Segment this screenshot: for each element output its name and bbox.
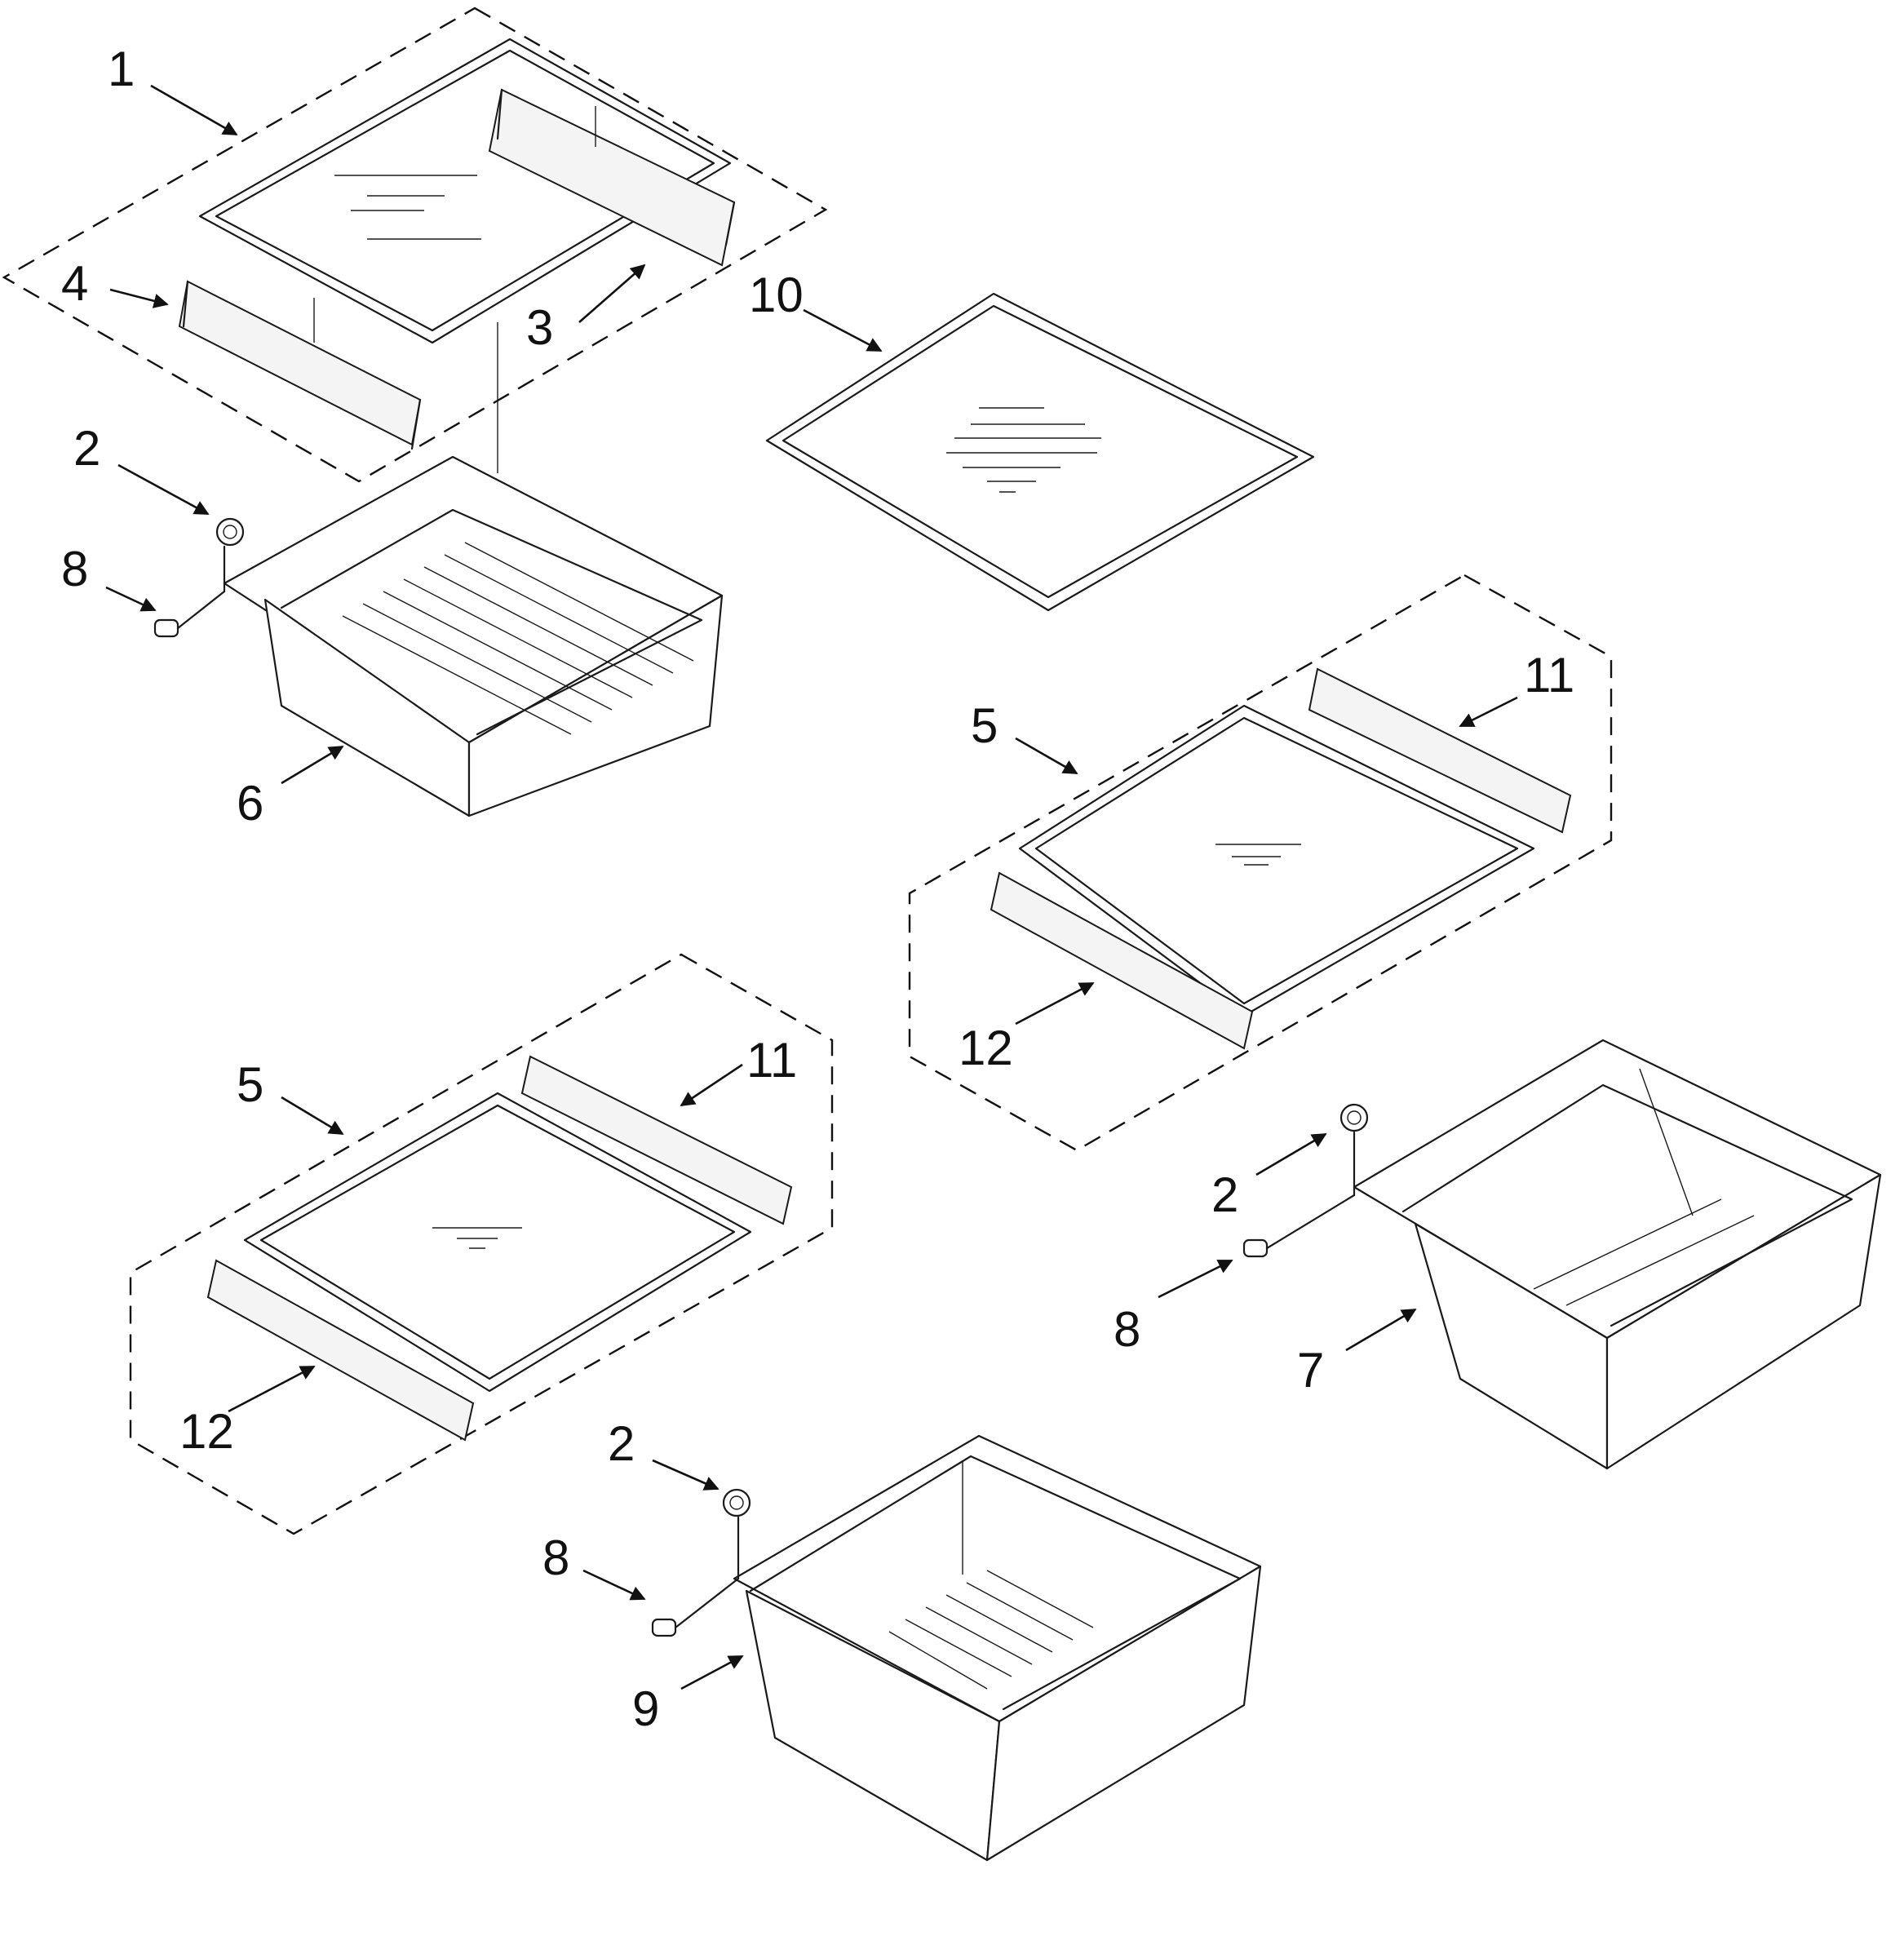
- callout-2b: 2: [1211, 1167, 1238, 1222]
- callout-8b: 8: [1114, 1302, 1140, 1357]
- callout-7: 7: [1297, 1343, 1324, 1398]
- shelf-assembly-5-left: [129, 953, 834, 1535]
- callout-2a: 2: [73, 421, 100, 476]
- rail-12-right: [990, 871, 1254, 1050]
- callout-leaders: [105, 84, 1518, 1690]
- rail-12-left: [206, 1259, 475, 1442]
- shelf-rail-right: [488, 88, 736, 267]
- wheel-2b: [1339, 1103, 1369, 1132]
- callout-10: 10: [749, 268, 804, 322]
- assembly-boundary-1: [2, 7, 828, 483]
- shelf-rail-left: [178, 280, 498, 473]
- callout-8a: 8: [61, 542, 88, 596]
- callout-4: 4: [61, 256, 88, 311]
- callout-9: 9: [632, 1681, 659, 1736]
- drawer-9: [733, 1434, 1262, 1862]
- callout-labels: 1 4 3 10 2 8 6 5 11 12 5 11 12 2 8 7 2 8…: [61, 42, 1574, 1736]
- rail-11-left: [520, 1055, 793, 1225]
- callout-1: 1: [108, 42, 135, 96]
- rail-11-right: [1308, 667, 1572, 834]
- stud-8b: [1242, 1131, 1356, 1258]
- callout-5-left: 5: [237, 1057, 263, 1112]
- wheel-2c: [722, 1488, 751, 1517]
- assembly-boundary-5-left: [129, 953, 834, 1535]
- callout-6: 6: [237, 776, 263, 831]
- shelf-glass-upper: [198, 38, 732, 344]
- callout-11-right: 11: [1524, 648, 1574, 702]
- drawer-6: [223, 455, 724, 817]
- callout-5-right: 5: [971, 698, 998, 753]
- drawer-7: [1353, 1039, 1882, 1470]
- callout-11-left: 11: [746, 1033, 797, 1088]
- shelf-assembly-5-right: [908, 574, 1613, 1152]
- shelf-assembly-1: [2, 7, 828, 483]
- stud-8c: [651, 1516, 740, 1637]
- callout-3: 3: [526, 300, 553, 355]
- callout-8c: 8: [542, 1531, 569, 1585]
- shelf-glass-10: [765, 292, 1315, 612]
- assembly-boundary-5-right: [908, 574, 1613, 1152]
- callout-2c: 2: [608, 1416, 635, 1471]
- stud-8a: [153, 545, 226, 638]
- callout-12-left: 12: [179, 1404, 234, 1459]
- callout-12-right: 12: [959, 1021, 1013, 1075]
- wheel-2a: [215, 517, 245, 547]
